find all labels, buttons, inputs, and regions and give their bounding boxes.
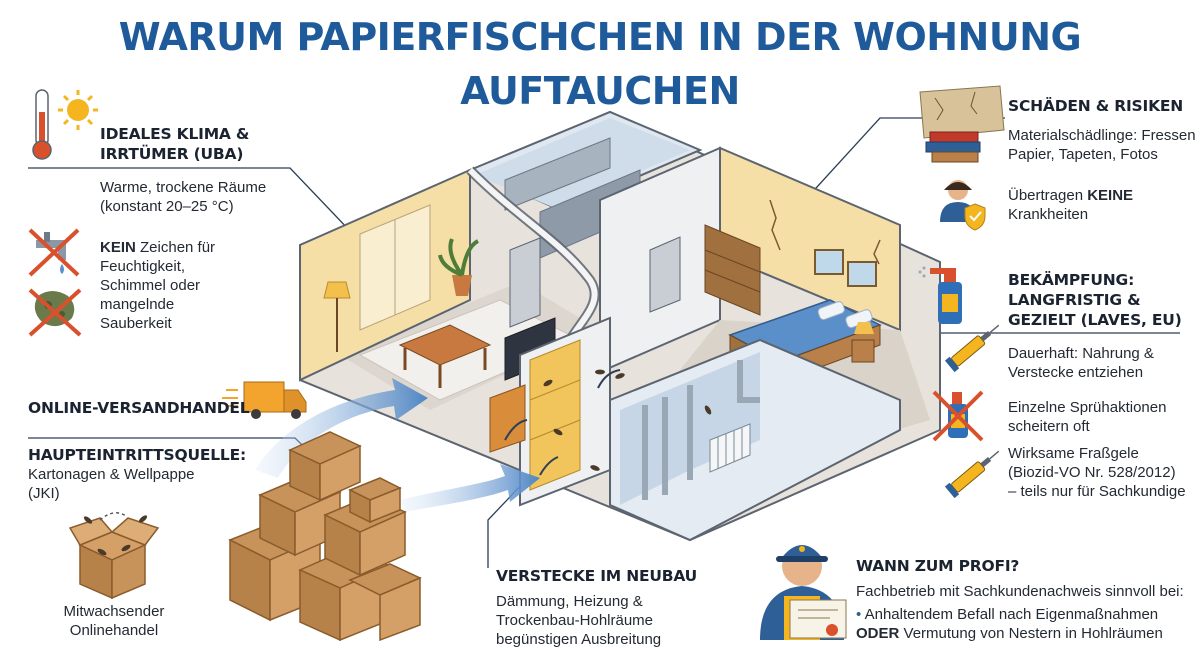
source-heading: HAUPTEINTRITTSQUELLE: xyxy=(28,446,246,464)
item1-line1: Dauerhaft: Nahrung & xyxy=(1008,345,1154,362)
health-bold: KEINE xyxy=(1087,187,1134,204)
health-line1: Übertragen xyxy=(1008,187,1088,204)
bekaempfung-item2: Einzelne Sprühaktionen scheitern oft xyxy=(1008,398,1166,436)
delivery-truck-icon xyxy=(222,381,307,419)
neubau-heading: VERSTECKE IM NEUBAU xyxy=(496,567,698,585)
kein-bold: KEIN xyxy=(100,239,136,256)
klima-heading: IDEALES KLIMA & IRRTÜMER (UBA) xyxy=(100,124,249,164)
klima-warm-text: Warme, trockene Räume (konstant 20–25 °C… xyxy=(100,178,266,216)
kein-line2: Feuchtigkeit, xyxy=(100,258,186,275)
profi-block: WANN ZUM PROFI? Fachbetrieb mit Sachkund… xyxy=(856,556,1184,643)
schaeden-heading: SCHÄDEN & RISIKEN xyxy=(1008,97,1184,115)
profi-item2: Vermutung von Nestern in Hohlräumen xyxy=(899,625,1163,642)
bullet-icon: • xyxy=(856,606,862,623)
klima-heading-line1: IDEALES KLIMA & xyxy=(100,125,250,143)
box-caption-line2: Onlinehandel xyxy=(69,622,159,639)
profi-intro: Fachbetrieb mit Sachkundenachweis sinnvo… xyxy=(856,583,1184,600)
sun-icon xyxy=(58,90,98,130)
source-line1: Kartonagen & Wellpappe xyxy=(28,466,195,483)
bekaempfung-item1: Dauerhaft: Nahrung & Verstecke entziehen xyxy=(1008,344,1154,382)
faucet-crossed-icon xyxy=(28,228,80,277)
bekaempfung-heading: BEKÄMPFUNG: LANGFRISTIG & GEZIELT (LAVES… xyxy=(1008,270,1182,330)
schaeden-line2: Papier, Tapeten, Fotos xyxy=(1008,146,1158,163)
kein-line4: mangelnde xyxy=(100,296,175,313)
bekaempfung-heading-line1: BEKÄMPFUNG: xyxy=(1008,271,1135,289)
kein-line1: Zeichen für xyxy=(135,239,216,256)
gel-syringe-icon xyxy=(944,324,1000,373)
health-line2: Krankheiten xyxy=(1008,206,1089,223)
profi-heading: WANN ZUM PROFI? xyxy=(856,557,1020,575)
entry-arrow-1 xyxy=(255,378,428,478)
cardboard-stack xyxy=(228,431,422,642)
open-box-icon xyxy=(68,512,160,600)
neubau-line2: Trockenbau-Hohlräume xyxy=(496,612,654,629)
item1-line2: Verstecke entziehen xyxy=(1008,364,1144,381)
damaged-paper-icon xyxy=(919,85,1005,163)
kein-line5: Sauberkeit xyxy=(100,315,172,332)
bekaempfung-heading-line2: LANGFRISTIG & xyxy=(1008,291,1141,309)
item3-line2: (Biozid-VO Nr. 528/2012) xyxy=(1008,464,1176,481)
item3-line3: – teils nur für Sachkundige xyxy=(1008,483,1186,500)
neubau-line1: Dämmung, Heizung & xyxy=(496,593,643,610)
spray-crossed-icon xyxy=(932,390,984,442)
person-shield-icon xyxy=(940,180,986,231)
mould-crossed-icon xyxy=(28,288,82,337)
page-title: WARUM PAPIERFISCHCHEN IN DER WOHNUNG AUF… xyxy=(118,15,1082,113)
thermometer-icon xyxy=(32,89,52,160)
source-line2: (JKI) xyxy=(28,485,60,502)
item2-line1: Einzelne Sprühaktionen xyxy=(1008,399,1167,416)
profi-item1: Anhaltendem Befall nach Eigenmaßnahmen xyxy=(864,606,1159,623)
bekaempfung-item3: Wirksame Fraßgele (Biozid-VO Nr. 528/201… xyxy=(1008,444,1186,501)
profi-oder: ODER xyxy=(856,625,900,642)
schaeden-line1: Materialschädlinge: Fressen xyxy=(1008,127,1196,144)
certificate-icon xyxy=(789,599,847,639)
kein-line3: Schimmel oder xyxy=(100,277,201,294)
entry-arrow-2 xyxy=(400,464,540,512)
klima-warm-line2: (konstant 20–25 °C) xyxy=(100,198,234,215)
box-caption-line1: Mitwachsender xyxy=(63,603,165,620)
bekaempfung-heading-line3: GEZIELT (LAVES, EU) xyxy=(1008,311,1182,329)
klima-warm-line1: Warme, trockene Räume xyxy=(100,179,267,196)
books-icon xyxy=(925,131,981,163)
item2-line2: scheitern oft xyxy=(1008,418,1090,435)
schaeden-block: SCHÄDEN & RISIKEN Materialschädlinge: Fr… xyxy=(1008,96,1196,164)
klima-heading-line2: IRRTÜMER (UBA) xyxy=(100,145,244,163)
klima-kein-text: KEIN Zeichen für Feuchtigkeit, Schimmel … xyxy=(100,238,215,333)
item3-line1: Wirksame Fraßgele xyxy=(1008,445,1139,462)
versand-heading: ONLINE-VERSANDHANDEL xyxy=(28,399,250,417)
neubau-block: VERSTECKE IM NEUBAU Dämmung, Heizung & T… xyxy=(496,566,697,649)
gel-syringe-icon-2 xyxy=(944,450,1000,499)
box-caption: Mitwachsender Onlinehandel xyxy=(52,602,176,640)
neubau-line3: begünstigen Ausbreitung xyxy=(496,631,662,648)
spray-bottle-icon xyxy=(918,266,962,324)
health-block: Übertragen KEINE Krankheiten xyxy=(1008,186,1133,224)
source-block: HAUPTEINTRITTSQUELLE: Kartonagen & Wellp… xyxy=(28,445,246,503)
house-cutaway xyxy=(299,110,941,542)
